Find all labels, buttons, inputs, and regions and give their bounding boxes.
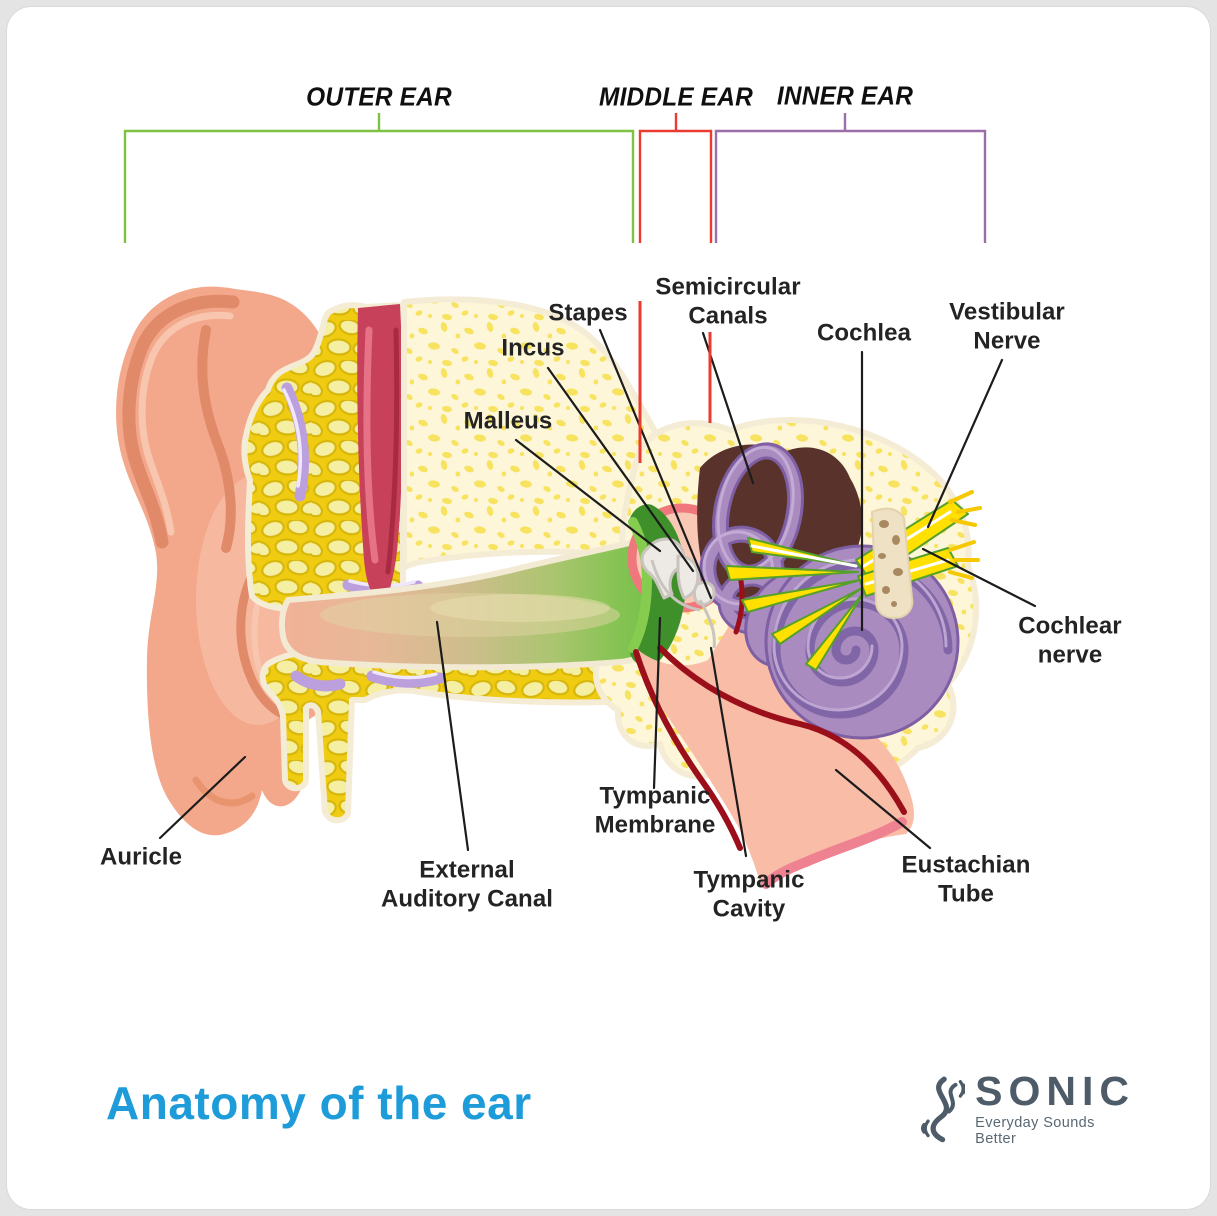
section-brackets [123,113,987,463]
stapes-shape [692,580,716,606]
leader-eac [435,620,470,852]
page-title: Anatomy of the ear [106,1077,532,1129]
section-header-outer-ear: OUTER EAR [306,81,452,112]
sonic-soundwave-icon [921,1076,966,1143]
leader-tm [652,616,662,790]
label-vestibular-nerve: Vestibular Nerve [949,298,1065,355]
label-auricle: Auricle [99,843,183,871]
ossicles-group [640,537,716,649]
logo-name: SONIC [975,1068,1135,1114]
brand-logo: SONIC Everyday Sounds Better [920,1066,1135,1152]
label-eustachian-tube: Eustachian Tube [901,851,1031,908]
leader-stapes [598,328,713,600]
label-stapes: Stapes [548,299,628,327]
label-external-auditory-canal: External Auditory Canal [380,856,554,913]
nerves-group [725,490,982,671]
logo-tagline: Everyday Sounds Better [975,1115,1095,1147]
bone-bridge [870,507,914,620]
label-tympanic-cavity: Tympanic Cavity [693,866,805,923]
inner-ear-bracket [714,129,987,243]
outer-ear-bracket [123,129,635,243]
section-header-inner-ear: INNER EAR [776,80,914,111]
label-incus: Incus [501,334,565,362]
leader-malleus [514,438,662,553]
logo-text: SONIC Everyday Sounds Better [975,1068,1135,1148]
malleus-shape [640,537,686,600]
blood-vessel [357,304,403,600]
label-cochlear-nerve: Cochlear nerve [1018,612,1122,669]
label-cochlea: Cochlea [816,319,912,347]
leader-incus [546,366,695,573]
label-malleus: Malleus [463,407,553,435]
leader-cochnerve [921,547,1037,608]
leader-et [834,768,932,850]
leader-vestib [926,358,1004,529]
leader-auricle [158,755,247,840]
eustachian-tube-shape [633,572,907,889]
section-header-middle-ear: MIDDLE EAR [599,81,753,112]
label-semicircular-canals: Semicircular Canals [655,273,801,330]
middle-ear-bracket [638,129,713,243]
label-tympanic-membrane: Tympanic Membrane [594,782,716,839]
leader-tc [709,646,748,858]
leader-lines [158,328,1037,858]
ear-canal-shape [278,521,687,671]
